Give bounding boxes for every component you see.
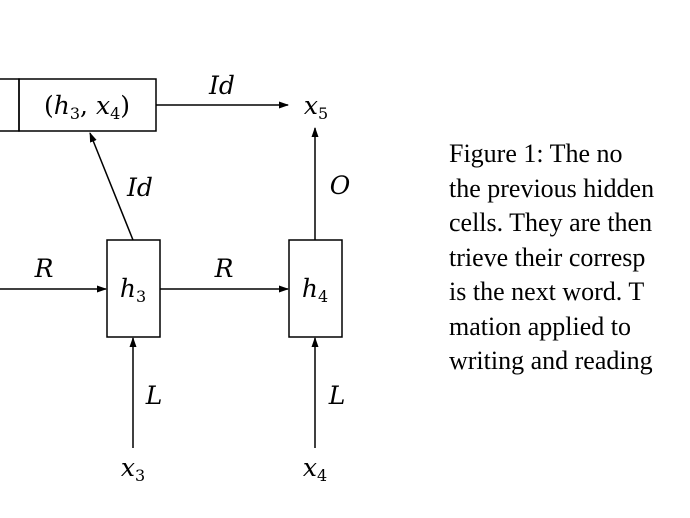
edge-label-r-left: R [34,254,54,283]
caption-line: the previous hidden [449,173,655,203]
caption-line: writing and reading [449,346,653,375]
caption-line: Figure 1: The no [449,139,623,168]
edge-label-id-top: Id [208,71,235,100]
node-x4: x4 [303,453,327,485]
node-x3: x3 [121,453,145,485]
caption-line: is the next word. T [449,277,645,306]
edge-label-id-diagonal: Id [126,173,153,202]
caption-line: cells. They are then [449,208,653,237]
memory-cell-partial [0,78,20,132]
caption-line: mation applied to [449,311,631,341]
edge-label-output: O [330,171,351,200]
edge-label-r-mid: R [214,254,234,283]
memory-cell-label: (h3, x4) [44,91,130,123]
caption-line: trieve their corresp [449,242,646,272]
node-h3-label: h3 [120,274,146,306]
node-x5: x5 [304,91,328,123]
edge-label-l-right: L [328,381,346,410]
node-h4-label: h4 [302,274,328,306]
edge-label-l-left: L [145,381,163,410]
figure-caption: Figure 1: The no the previous hidden cel… [449,137,690,387]
diagram: (h3, x4) Id x5 h3 h4 Id O R R L L x3 x4 [0,71,351,485]
arrow-id-diagonal [89,132,134,241]
